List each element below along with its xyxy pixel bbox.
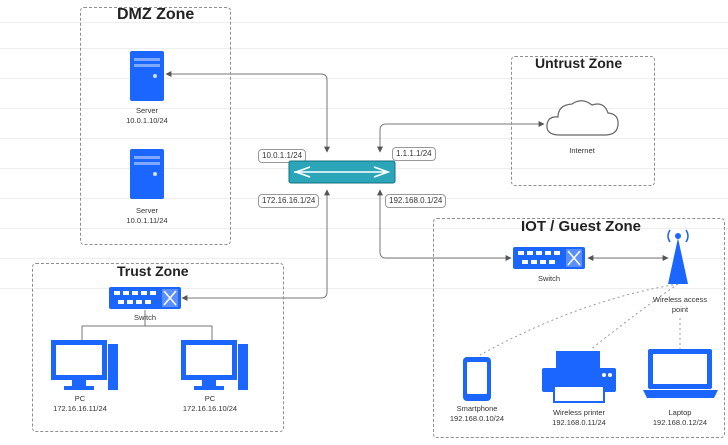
ap-label-line1: Wireless access (652, 295, 708, 304)
pc1-label: PC (74, 394, 86, 403)
dmz-zone (80, 7, 231, 245)
firewall-interface-dmz: 10.0.1.1/24 (258, 149, 307, 163)
smartphone-label: Smartphone (456, 404, 498, 413)
monitor-icon (50, 336, 118, 397)
background-line (0, 288, 728, 289)
pc2-ip: 172.16.16.10/24 (182, 404, 238, 413)
pc1-ip: 172.16.16.11/24 (53, 404, 107, 413)
smartphone-icon (462, 356, 492, 407)
background-line (0, 198, 728, 199)
server-icon (128, 148, 166, 205)
background-line (0, 228, 728, 229)
iot-switch-label: Switch (537, 274, 561, 283)
printer-label: Wireless printer (552, 408, 606, 417)
trust-zone (32, 263, 284, 432)
link-firewall-internet (377, 121, 545, 153)
iot-guest-zone-title: IOT / Guest Zone (521, 218, 642, 235)
printer-ip: 192.168.0.11/24 (552, 418, 606, 427)
trust-zone-title: Trust Zone (117, 263, 189, 279)
untrust-zone (511, 56, 655, 186)
smartphone-ip: 192.168.0.10/24 (449, 414, 505, 423)
printer-icon (540, 350, 618, 409)
server2-label: Server (135, 206, 159, 215)
iot-guest-zone (433, 218, 725, 438)
firewall-interface-untrust: 1.1.1.1/24 (392, 147, 436, 161)
background-line (0, 78, 728, 79)
laptop-icon (642, 348, 720, 405)
untrust-zone-title: Untrust Zone (535, 55, 623, 71)
firewall-icon (288, 160, 396, 189)
link-firewall-trust (181, 189, 330, 301)
laptop-label: Laptop (668, 408, 692, 417)
server1-label: Server (135, 106, 159, 115)
laptop-ip: 192.168.0.12/24 (652, 418, 708, 427)
background-line (0, 258, 728, 259)
background-line (0, 138, 728, 139)
pc2-label: PC (204, 394, 216, 403)
link-switch-pcs (81, 310, 213, 342)
trust-switch-label: Switch (133, 313, 157, 322)
link-firewall-iot (377, 189, 512, 261)
internet-label: Internet (569, 146, 595, 155)
ap-label-line2: point (671, 305, 689, 314)
wireless-link-printer (589, 283, 679, 351)
antenna-icon (662, 222, 694, 291)
server1-ip: 10.0.1.10/24 (126, 116, 168, 125)
server-icon (128, 50, 166, 107)
monitor-icon (180, 336, 248, 397)
wireless-link-smartphone (479, 283, 679, 356)
switch-icon (108, 286, 182, 315)
cloud-icon (542, 95, 622, 146)
dmz-zone-title: DMZ Zone (117, 6, 195, 23)
switch-icon (512, 246, 586, 275)
firewall-interface-trust: 172.16.16.1/24 (258, 194, 320, 208)
background-line (0, 108, 728, 109)
link-firewall-dmz (165, 71, 330, 153)
background-line (0, 22, 728, 23)
server2-ip: 10.0.1.11/24 (126, 216, 168, 225)
background-line (0, 48, 728, 49)
firewall-interface-iot: 192.168.0.1/24 (385, 194, 447, 208)
